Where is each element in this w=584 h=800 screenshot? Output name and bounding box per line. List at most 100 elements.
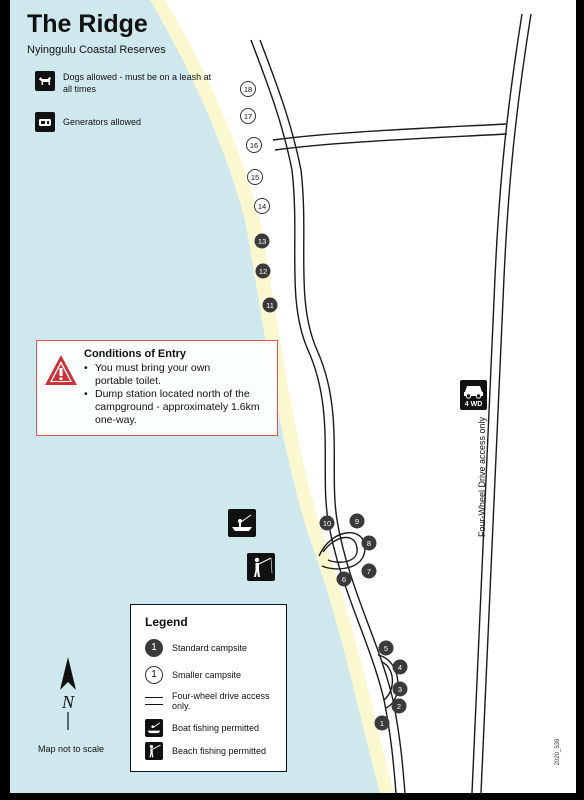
key-dogs: Dogs allowed - must be on a leash at all… bbox=[35, 71, 213, 95]
page-title: The Ridge bbox=[27, 10, 148, 38]
campsite-marker bbox=[255, 263, 271, 279]
inland-4wd-track bbox=[471, 13, 532, 793]
legend-beach: Beach fishing permitted bbox=[145, 742, 266, 760]
campsite-number: 4 bbox=[398, 663, 402, 672]
key-dogs-text: Dogs allowed - must be on a leash at all… bbox=[63, 72, 212, 94]
campsite-marker bbox=[319, 515, 335, 531]
campsite-marker bbox=[374, 715, 390, 731]
campsite-number: 8 bbox=[367, 539, 371, 548]
campsite-marker bbox=[392, 659, 408, 675]
smaller-campsite-sample: 1 bbox=[145, 666, 163, 684]
campsite-number: 15 bbox=[251, 173, 259, 182]
campsite-number: 10 bbox=[323, 519, 331, 528]
campsite-9: 9 bbox=[349, 513, 365, 529]
campsite-number: 5 bbox=[384, 644, 388, 653]
campsite-marker bbox=[254, 233, 270, 249]
campsite-7: 7 bbox=[361, 563, 377, 579]
track-line-sample bbox=[145, 697, 163, 705]
campsite-2: 2 bbox=[391, 698, 407, 714]
map-code: 2020_539 bbox=[555, 738, 561, 766]
campsite-marker bbox=[254, 198, 270, 214]
campsite-10: 10 bbox=[319, 515, 335, 531]
conditions-of-entry: Conditions of Entry You must bring your … bbox=[36, 340, 278, 436]
campsite-marker bbox=[391, 698, 407, 714]
campsite-number: 9 bbox=[355, 517, 359, 526]
campsite-6: 6 bbox=[336, 571, 352, 587]
scale-note: Map not to scale bbox=[38, 744, 105, 754]
road-label: Four-Wheel Drive access only bbox=[477, 416, 487, 538]
legend-smaller: 1 Smaller campsite bbox=[145, 666, 241, 684]
conditions-list: You must bring your own portable toilet.… bbox=[84, 362, 280, 427]
campsite-marker bbox=[361, 535, 377, 551]
campsite-marker bbox=[336, 571, 352, 587]
page-subtitle: Nyinggulu Coastal Reserves bbox=[27, 44, 166, 56]
boat-fishing-icon bbox=[145, 719, 163, 737]
campsite-14: 14 bbox=[254, 198, 270, 214]
warning-icon bbox=[45, 355, 77, 385]
campsite-number: 11 bbox=[266, 301, 274, 310]
legend-smaller-label: Smaller campsite bbox=[172, 670, 242, 680]
campsite-marker bbox=[247, 169, 263, 185]
campsite-marker bbox=[240, 108, 256, 124]
campsite-16: 16 bbox=[246, 137, 262, 153]
campsite-number: 17 bbox=[244, 112, 252, 121]
key-generators-text: Generators allowed bbox=[63, 117, 142, 127]
campsite-number: 7 bbox=[367, 567, 371, 576]
campsite-4: 4 bbox=[392, 659, 408, 675]
campsite-13: 13 bbox=[254, 233, 270, 249]
campsite-5: 5 bbox=[378, 640, 394, 656]
campsite-number: 2 bbox=[397, 702, 401, 711]
beach-fishing-icon bbox=[145, 742, 163, 760]
conditions-title: Conditions of Entry bbox=[84, 348, 187, 360]
campsite-marker bbox=[392, 681, 408, 697]
legend: Legend 1 Standard campsite 1 Smaller cam… bbox=[130, 604, 287, 772]
4wd-badge: 4 WD bbox=[460, 380, 487, 410]
north-arrow bbox=[60, 657, 76, 730]
campsite-number: 13 bbox=[258, 237, 266, 246]
condition-dump-station: Dump station located north of the campgr… bbox=[84, 388, 280, 427]
campsite-18: 18 bbox=[240, 81, 256, 97]
campsite-8: 8 bbox=[361, 535, 377, 551]
key-generators: Generators allowed bbox=[35, 112, 141, 132]
campsite-number: 12 bbox=[259, 267, 267, 276]
legend-standard-label: Standard campsite bbox=[172, 643, 248, 653]
4wd-vehicle-icon bbox=[464, 386, 483, 399]
campsite-15: 15 bbox=[247, 169, 263, 185]
legend-title: Legend bbox=[145, 615, 188, 629]
dog-icon bbox=[35, 71, 55, 91]
4wd-badge-text: 4 WD bbox=[464, 401, 483, 408]
standard-campsite-sample: 1 bbox=[145, 639, 163, 657]
legend-boat: Boat fishing permitted bbox=[145, 719, 259, 737]
campsite-marker bbox=[262, 297, 278, 313]
legend-track-label: Four-wheel drive access only. bbox=[172, 691, 270, 711]
campsite-11: 11 bbox=[262, 297, 278, 313]
campsite-number: 6 bbox=[342, 575, 346, 584]
campsite-3: 3 bbox=[392, 681, 408, 697]
campsite-number: 1 bbox=[380, 719, 384, 728]
campsite-number: 14 bbox=[258, 202, 266, 211]
legend-boat-label: Boat fishing permitted bbox=[172, 723, 260, 733]
campsite-marker bbox=[361, 563, 377, 579]
generator-icon bbox=[35, 112, 55, 132]
campsite-12: 12 bbox=[255, 263, 271, 279]
legend-standard: 1 Standard campsite bbox=[145, 639, 247, 657]
campsite-number: 3 bbox=[398, 685, 402, 694]
campsite-17: 17 bbox=[240, 108, 256, 124]
north-letter: N bbox=[61, 692, 75, 712]
campsite-marker bbox=[349, 513, 365, 529]
campsite-number: 18 bbox=[244, 85, 252, 94]
beach-fishing-icon bbox=[247, 553, 275, 581]
campsite-marker bbox=[378, 640, 394, 656]
loop-track-south bbox=[377, 654, 399, 709]
boat-fishing-icon bbox=[228, 509, 256, 537]
campsite-marker bbox=[240, 81, 256, 97]
legend-track: Four-wheel drive access only. bbox=[145, 691, 282, 711]
legend-beach-label: Beach fishing permitted bbox=[172, 746, 267, 756]
condition-toilet: You must bring your own portable toilet. bbox=[84, 362, 215, 388]
north-symbol: N bbox=[61, 692, 75, 712]
land-area bbox=[165, 0, 576, 793]
campsite-number: 16 bbox=[250, 141, 258, 150]
